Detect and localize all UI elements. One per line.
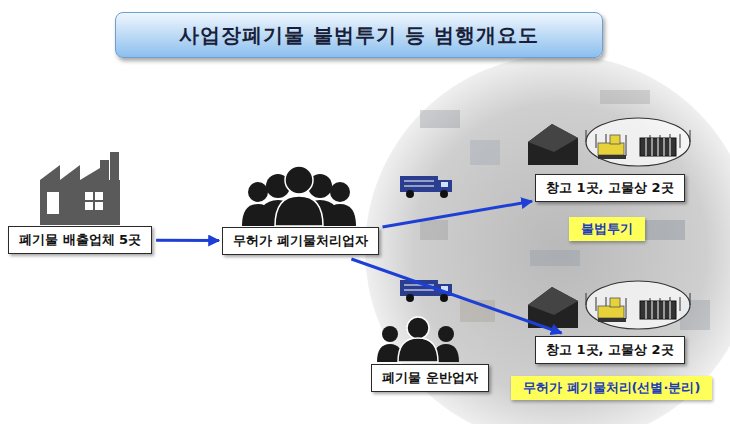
waste-site [528, 281, 690, 329]
people-icon [242, 166, 356, 226]
highlight-label: 불법투기 [569, 217, 645, 241]
node-text: 폐기물 배출업체 5곳 [19, 231, 141, 249]
flow-arrow [383, 201, 533, 227]
node-text: 창고 1곳, 고물상 2곳 [546, 341, 674, 359]
node-text: 창고 1곳, 고물상 2곳 [546, 179, 674, 197]
actor-box: 폐기물 운반업자 [371, 364, 489, 392]
factory-icon [40, 152, 120, 225]
site-box: 창고 1곳, 고물상 2곳 [535, 174, 685, 202]
waste-photo [365, 55, 730, 424]
people-icon [377, 317, 459, 362]
flow-arrow [351, 259, 561, 333]
node-text: 무허가 폐기물처리업자 [233, 232, 368, 250]
waste-texture [420, 90, 710, 330]
site-box: 창고 1곳, 고물상 2곳 [535, 336, 685, 364]
node-text: 폐기물 운반업자 [382, 369, 478, 387]
flow-arrow [156, 239, 219, 242]
waste-site [528, 118, 690, 166]
process-box: 무허가 폐기물처리업자 [222, 227, 379, 255]
title-text: 사업장폐기물 불법투기 등 범행개요도 [179, 22, 539, 49]
node-text: 불법투기 [581, 220, 633, 238]
dump-truck [400, 176, 452, 198]
title-banner: 사업장폐기물 불법투기 등 범행개요도 [115, 12, 603, 58]
highlight-label: 무허가 폐기물처리(선별·분리) [511, 376, 712, 400]
node-text: 무허가 폐기물처리(선별·분리) [523, 379, 700, 397]
source-box: 폐기물 배출업체 5곳 [8, 226, 152, 254]
